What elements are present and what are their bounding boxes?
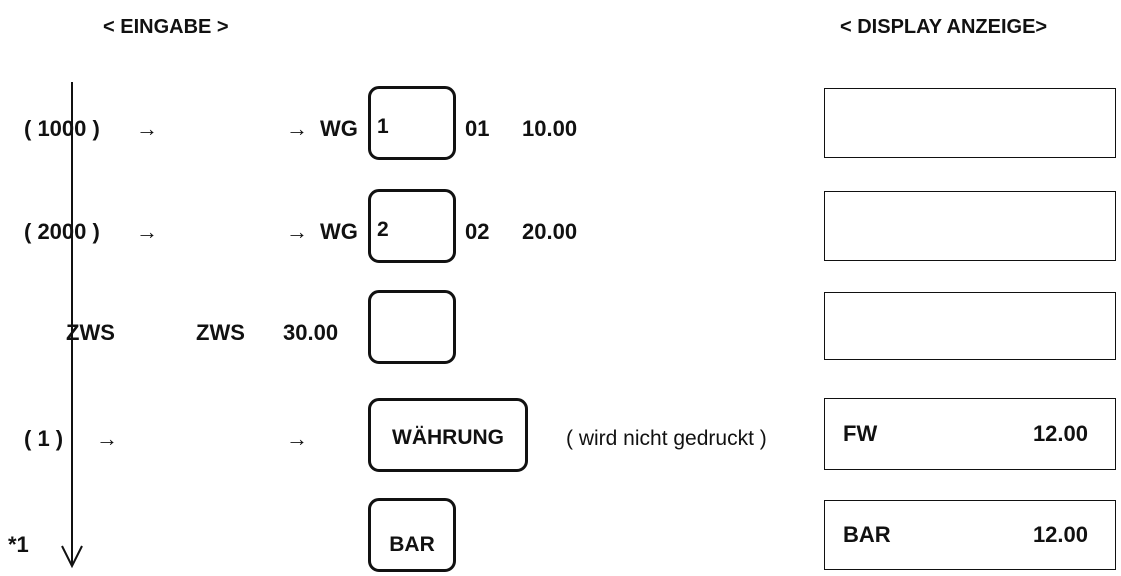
display-box-4-right: 12.00: [1032, 421, 1088, 446]
display-box-5-right: 12.00: [1032, 522, 1088, 547]
display-box-1: [824, 88, 1116, 158]
row1-arrow-icon: →: [136, 116, 158, 141]
row3-input: ZWS: [66, 320, 115, 345]
cash-key[interactable]: BAR: [368, 498, 456, 572]
row2-code: 02: [465, 219, 490, 244]
row4-arrow-icon: →: [96, 426, 118, 451]
row2-arrow-icon: →: [136, 219, 158, 244]
row2-arrow2-icon: →: [286, 219, 308, 244]
row1-arrow2-icon: →: [286, 116, 308, 141]
department-key-1-label: 1: [377, 115, 389, 138]
currency-key[interactable]: WÄHRUNG: [368, 398, 528, 472]
department-key-2[interactable]: 2: [368, 189, 456, 263]
department-key-2-label: 2: [377, 218, 389, 241]
display-header: < DISPLAY ANZEIGE>: [840, 16, 1048, 38]
input-header: < EINGABE >: [103, 16, 229, 38]
department-key-1[interactable]: 1: [368, 86, 456, 160]
subtotal-key[interactable]: [368, 290, 456, 364]
row1-input: ( 1000 ): [24, 116, 100, 141]
row2-input: ( 2000 ): [24, 219, 100, 244]
currency-key-label: WÄHRUNG: [392, 426, 504, 449]
row2-dept-prefix: WG: [320, 219, 358, 244]
row4-input: ( 1 ): [24, 426, 64, 451]
row4-arrow2-icon: →: [286, 426, 308, 451]
row5-input: *1: [8, 532, 29, 557]
display-box-2: [824, 191, 1116, 261]
cash-key-label: BAR: [389, 533, 435, 556]
row2-amount: 20.00: [522, 219, 578, 244]
display-box-3: [824, 292, 1116, 360]
row1-amount: 10.00: [522, 116, 578, 141]
row3-label2: ZWS: [196, 320, 245, 345]
display-box-5: BAR 12.00: [824, 500, 1116, 570]
row1-dept-prefix: WG: [320, 116, 358, 141]
row3-amount: 30.00: [283, 320, 339, 345]
row1-code: 01: [465, 116, 490, 141]
display-box-4-left: FW: [843, 421, 878, 446]
row4-note: ( wird nicht gedruckt ): [566, 427, 767, 450]
display-box-4: FW 12.00: [824, 398, 1116, 470]
display-box-5-left: BAR: [843, 522, 891, 547]
